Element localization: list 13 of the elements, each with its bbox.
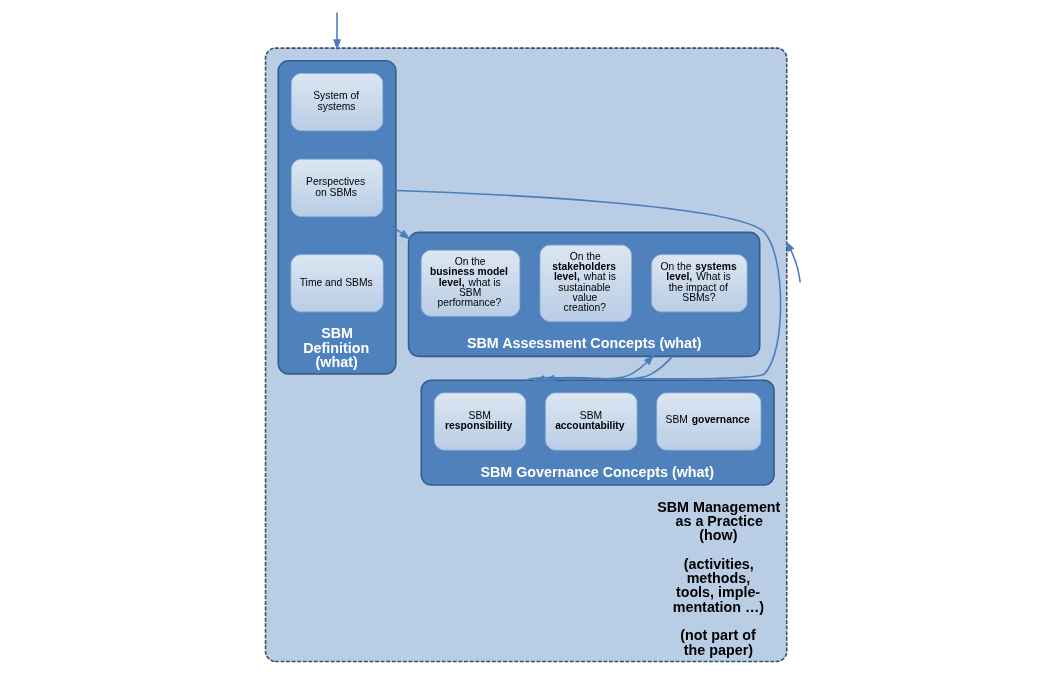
node-box: SBM responsibility: [433, 392, 526, 451]
arrow: [543, 355, 673, 383]
node-box: On the systems level, What is the impact of SBMs?: [650, 254, 747, 313]
node-box: SBM accountability: [544, 392, 637, 451]
node-box: Perspectives on SBMs: [290, 158, 383, 217]
arrow: [785, 240, 801, 284]
node-box: SBM governance: [655, 392, 761, 451]
node-box: System of systems: [290, 73, 383, 132]
node-box: On the business model level, what is SBM performance?: [420, 249, 520, 317]
arrow: [524, 354, 654, 381]
arrow: [332, 11, 341, 51]
node-box: Time and SBMs: [290, 254, 383, 313]
node-box: On the stakeholders level, what is sustainable value creation?: [539, 244, 632, 322]
